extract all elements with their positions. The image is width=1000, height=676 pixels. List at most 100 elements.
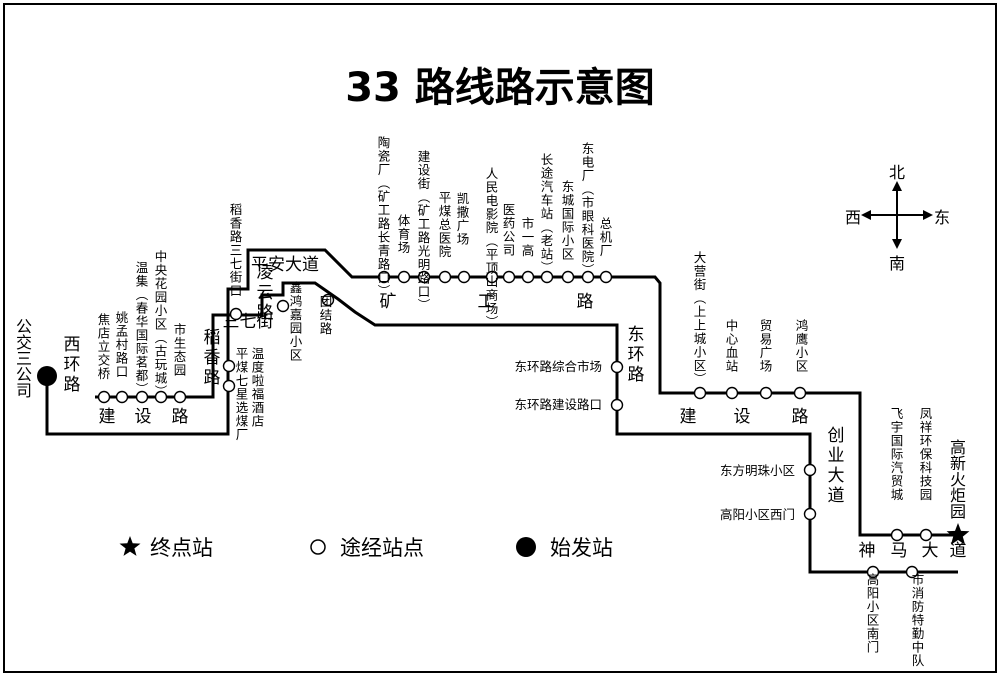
stop-marker [222,379,236,393]
stop-marker [581,270,595,284]
road-label: 创业大道 [828,426,845,506]
legend-terminal-label: 终点站 [150,536,213,560]
stop-label: 凤祥环保科技园 [920,406,933,502]
stop-marker [803,507,817,521]
arrow-up-icon [892,181,902,191]
road-label: 马 [891,541,908,561]
star-icon [119,536,141,556]
road-label: 路 [792,407,809,427]
stop-marker [866,565,880,579]
stop-label: 贸易广场 [760,318,773,374]
stop-marker [610,398,624,412]
road-label: 矿 [380,292,397,312]
compass-east: 东 [934,208,950,227]
stop-marker [521,270,535,284]
road-label: 东环路 [628,325,645,385]
stop-label: 市生态园 [174,322,187,378]
arrow-down-icon [892,239,902,249]
terminal-star-icon [946,523,970,545]
stop-marker [438,270,452,284]
road-label: 建 [99,407,116,427]
stop-label: 东城国际小区 [562,179,575,262]
stop-marker [276,299,290,313]
stop-marker [502,270,516,284]
arrow-right-icon [923,210,933,220]
stop-marker [135,390,149,404]
stop-label: 市消防特勤中队 [912,572,925,668]
stop-marker [417,270,431,284]
stop-label: 团结路 [320,294,333,336]
road-labels: 西环路建设路稻香路三七街凌云路平安大道矿工路东环路建设路创业大道神马大道 [64,255,967,561]
stop-marker [793,386,807,400]
stop-marker [97,390,111,404]
stop-marker [397,270,411,284]
stop-label: 中央花园小区︵古玩城︶ [155,249,168,399]
stop-label: 姚孟村路口 [116,310,129,379]
road-label: 设 [734,407,751,427]
compass-west: 西 [845,208,861,227]
stop-label: 东方明珠小区 [720,463,795,478]
stops: 焦店立交桥姚孟村路口温集︵春华国际茗都︶中央花园小区︵古玩城︶市生态园平煤七星选… [16,135,970,668]
stop-marker [485,270,499,284]
legend: 终点站 途经站点 始发站 [119,536,613,560]
road-label: 西环路 [64,335,81,395]
road-label: 凌云路 [257,263,274,323]
stop-label: 总机厂 [600,216,613,258]
filled-circle-icon [516,537,536,557]
stop-label: 平煤总医院 [439,190,452,259]
compass: 北南西东 [845,163,950,273]
road-label: 稻香路 [204,328,221,388]
stop-label: 鸿鹰小区 [796,318,809,374]
stop-label: 东电厂︵市眼科医院︶ [582,141,595,278]
road-label: 路 [172,407,189,427]
stop-marker [693,386,707,400]
stop-marker [321,293,335,307]
stop-label: 东环路建设路口 [514,397,602,412]
map-title: 33 路线路示意图 [345,65,655,111]
origin-label: 公交三公司 [16,317,32,400]
stop-marker [610,360,624,374]
stop-marker [173,390,187,404]
map-frame [3,3,997,673]
legend-origin-label: 始发站 [550,536,613,560]
stop-marker [599,270,613,284]
stop-label: 建设街︵矿工路光明路口︶ [418,149,431,313]
stop-marker [115,390,129,404]
stop-marker [890,528,904,542]
stop-label: 凯撒广场 [457,191,470,247]
stop-marker [229,307,243,321]
stop-label: 飞宇国际汽贸城 [891,406,904,502]
compass-south: 南 [889,254,905,273]
stop-marker [540,270,554,284]
stop-marker [803,463,817,477]
arrow-left-icon [861,210,871,220]
legend-stop-label: 途经站点 [340,536,424,560]
stop-label: 东环路综合市场 [514,359,602,374]
road-label: 设 [135,407,152,427]
road-label: 建 [680,407,697,427]
road-label: 平安大道 [251,255,319,275]
stop-marker [919,528,933,542]
stop-label: 鑫鸿嘉园小区 [290,280,303,363]
road-label: 神 [859,541,876,561]
stop-marker [905,565,919,579]
stop-label: 市一高 [522,216,535,258]
stop-label: 温度啦福酒店 [252,346,265,429]
stop-label: 稻香路三七街口 [230,202,243,298]
stop-label: 平煤七星选煤厂 [236,346,249,442]
road-label: 大 [922,541,939,561]
stop-label: 大营街︵上上城小区︶ [694,250,707,387]
stop-marker [759,386,773,400]
open-circle-icon [310,539,326,555]
stop-marker [457,270,471,284]
stop-label: 高阳小区南门 [867,572,880,655]
origin-marker [37,366,57,386]
stop-marker [222,359,236,373]
stop-label: 陶瓷厂︵矿工路长青路口︶ [378,135,391,299]
stop-label: 体育场 [398,213,411,255]
stop-label: 医药公司 [503,202,516,258]
road-label: 道 [950,541,967,561]
road-label: 工 [478,292,495,312]
stop-label: 温集︵春华国际茗都︶ [136,260,149,397]
